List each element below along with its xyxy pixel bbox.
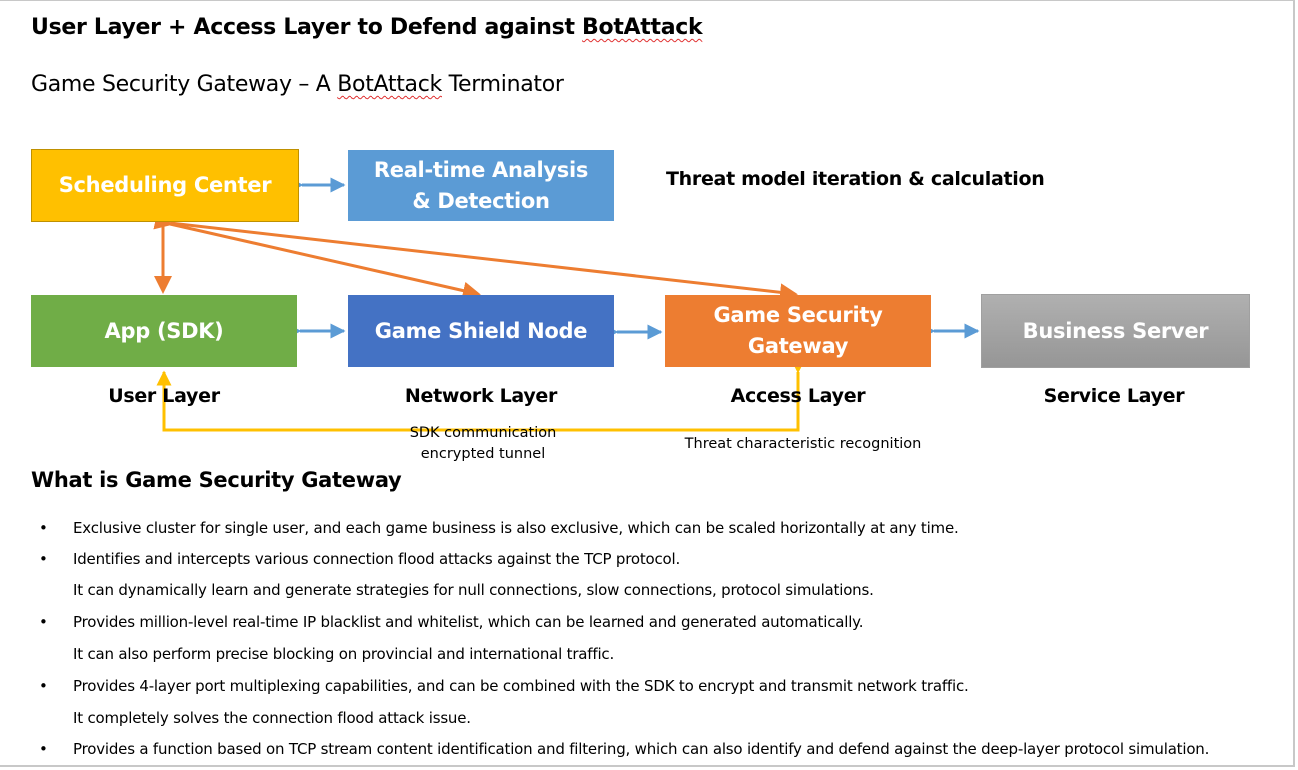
realtime-analysis-node: Real-time Analysis & Detection [348, 150, 614, 221]
app-sdk-label: App (SDK) [104, 318, 224, 343]
layer-label-network: Network Layer [404, 385, 558, 407]
list-item-text: Provides a function based on TCP stream … [73, 740, 1210, 758]
game-shield-node: Game Shield Node [348, 295, 614, 367]
bullet-icon: • [39, 613, 48, 631]
list-item-text: Identifies and intercepts various connec… [73, 550, 681, 568]
section-title: What is Game Security Gateway [31, 468, 402, 492]
title-text: User Layer + Access Layer to Defend agai… [31, 15, 583, 40]
subtitle-botattack-word: BotAttack [337, 72, 442, 97]
scheduling-center-label: Scheduling Center [58, 173, 272, 197]
list-item-text: It completely solves the connection floo… [73, 709, 471, 727]
tunnel-note-line1: SDK communication [409, 425, 557, 441]
tunnel-note-line2: encrypted tunnel [420, 446, 546, 462]
tunnel-note: SDK communication encrypted tunnel [383, 423, 583, 465]
subtitle-text-start: Game Security Gateway – A [31, 72, 338, 97]
layer-label-user: User Layer [108, 385, 220, 407]
layer-label-access: Access Layer [730, 385, 866, 407]
game-shield-label: Game Shield Node [374, 318, 588, 343]
business-server-node: Business Server [981, 294, 1250, 368]
threat-recognition-note: Threat characteristic recognition [684, 436, 922, 452]
title-botattack-word: BotAttack [582, 15, 703, 40]
slide-subtitle: Game Security Gateway – A BotAttack Term… [31, 72, 564, 97]
analysis-label-line2: & Detection [412, 188, 550, 213]
list-item-text: Exclusive cluster for single user, and e… [73, 519, 959, 537]
bullet-icon: • [39, 740, 48, 758]
list-item-text: Provides million-level real-time IP blac… [73, 613, 864, 631]
threat-model-label: Threat model iteration & calculation [666, 168, 1045, 190]
slide-title: User Layer + Access Layer to Defend agai… [31, 15, 703, 40]
subtitle-text-end: Terminator [441, 72, 564, 97]
list-item-text: It can dynamically learn and generate st… [73, 581, 874, 599]
gateway-label-line2: Gateway [747, 334, 849, 358]
gateway-label-line1: Game Security [713, 303, 883, 327]
app-sdk-node: App (SDK) [31, 295, 297, 367]
bullet-icon: • [39, 550, 48, 568]
layer-label-service: Service Layer [1043, 385, 1185, 407]
business-server-label: Business Server [1022, 318, 1209, 343]
bullet-icon: • [39, 677, 48, 695]
analysis-label-line1: Real-time Analysis [373, 157, 589, 182]
list-item-text: It can also perform precise blocking on … [73, 645, 615, 663]
scheduling-center-node: Scheduling Center [31, 149, 299, 222]
list-item-text: Provides 4-layer port multiplexing capab… [73, 677, 969, 695]
bullet-icon: • [39, 519, 48, 537]
